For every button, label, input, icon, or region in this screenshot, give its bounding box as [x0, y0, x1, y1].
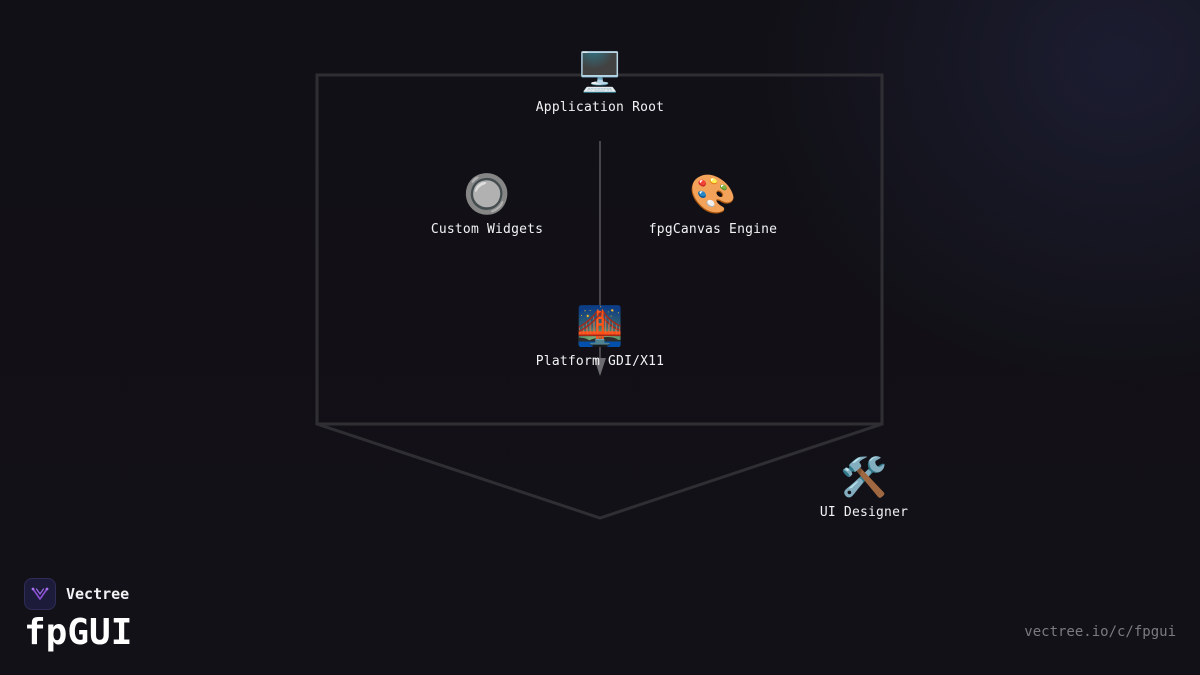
brand-block: Vectree fpGUI: [24, 577, 132, 653]
node-label: fpgCanvas Engine: [648, 222, 778, 237]
connector-arrowhead: [594, 358, 606, 376]
node-ui-designer: 🛠️ UI Designer: [754, 455, 974, 520]
artist-palette-icon: 🎨: [689, 172, 737, 216]
frame-outline: [315, 73, 884, 520]
product-title: fpGUI: [24, 612, 133, 653]
hammer-and-wrench-icon: 🛠️: [840, 455, 888, 499]
desktop-computer-icon: 🖥️: [576, 50, 624, 94]
node-label: UI Designer: [819, 505, 909, 520]
node-platform-gdi-x11: 🌉 Platform GDI/X11: [490, 304, 710, 369]
vectree-logo-icon: [24, 578, 56, 610]
node-label: Application Root: [535, 100, 665, 115]
node-label: Platform GDI/X11: [535, 354, 665, 369]
node-fpgcanvas-engine: 🎨 fpgCanvas Engine: [603, 172, 823, 237]
node-label: Custom Widgets: [430, 222, 544, 237]
company-name: Vectree: [66, 585, 130, 603]
node-custom-widgets: 🔘 Custom Widgets: [377, 172, 597, 237]
radio-button-icon: 🔘: [463, 172, 511, 216]
vectree-logo-mark: [31, 587, 49, 600]
source-url[interactable]: vectree.io/c/fpgui: [1024, 624, 1176, 640]
bridge-at-night-icon: 🌉: [576, 304, 624, 348]
node-application-root: 🖥️ Application Root: [490, 50, 710, 115]
